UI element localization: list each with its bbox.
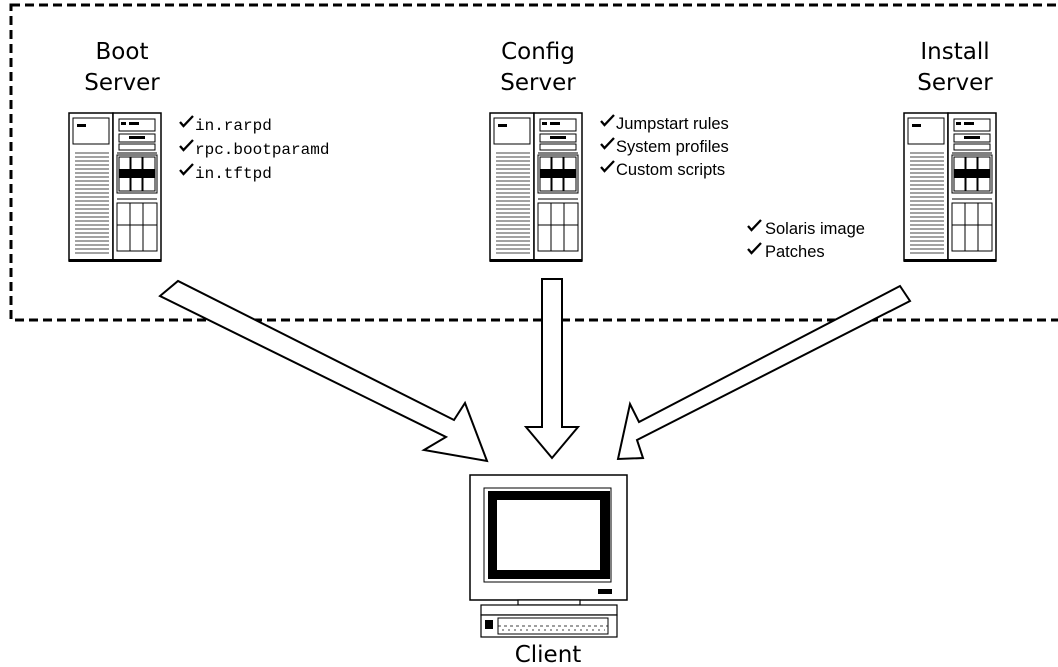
arrow-install-to-client (616, 284, 912, 461)
server-tower-icon (489, 112, 583, 263)
check-icon (178, 138, 195, 152)
boot-item: in.rarpd (195, 117, 272, 135)
install-server-title-line1: Install (920, 39, 989, 65)
config-item: Custom scripts (616, 161, 725, 179)
boot-server-title-line2: Server (84, 70, 160, 96)
config-item: System profiles (616, 138, 729, 156)
client-label: Client (515, 642, 582, 667)
boot-server: Boot Server in.rarpd rpc.bootparamd in.t… (68, 39, 329, 263)
config-server: Config Server Jumpstart rules System pro… (489, 39, 729, 263)
check-icon (599, 113, 616, 127)
config-server-title-line1: Config (501, 39, 575, 65)
check-icon (178, 162, 195, 176)
arrow-boot-to-client (158, 279, 489, 463)
server-tower-icon (68, 112, 162, 263)
install-server: Install Server Solaris image Patches (746, 39, 997, 263)
server-tower-icon (903, 112, 997, 263)
check-icon (746, 241, 763, 255)
check-icon (746, 218, 763, 232)
boot-item: in.tftpd (195, 165, 272, 183)
boot-server-title-line1: Boot (96, 39, 149, 65)
check-icon (178, 114, 195, 128)
config-server-title-line2: Server (500, 70, 576, 96)
install-server-title-line2: Server (917, 70, 993, 96)
check-icon (599, 136, 616, 150)
client-computer-icon (469, 474, 628, 638)
install-item: Solaris image (765, 220, 865, 238)
install-item: Patches (765, 243, 825, 261)
boot-item: rpc.bootparamd (195, 141, 329, 159)
arrow-config-to-client (523, 278, 581, 460)
config-item: Jumpstart rules (616, 115, 729, 133)
check-icon (599, 159, 616, 173)
